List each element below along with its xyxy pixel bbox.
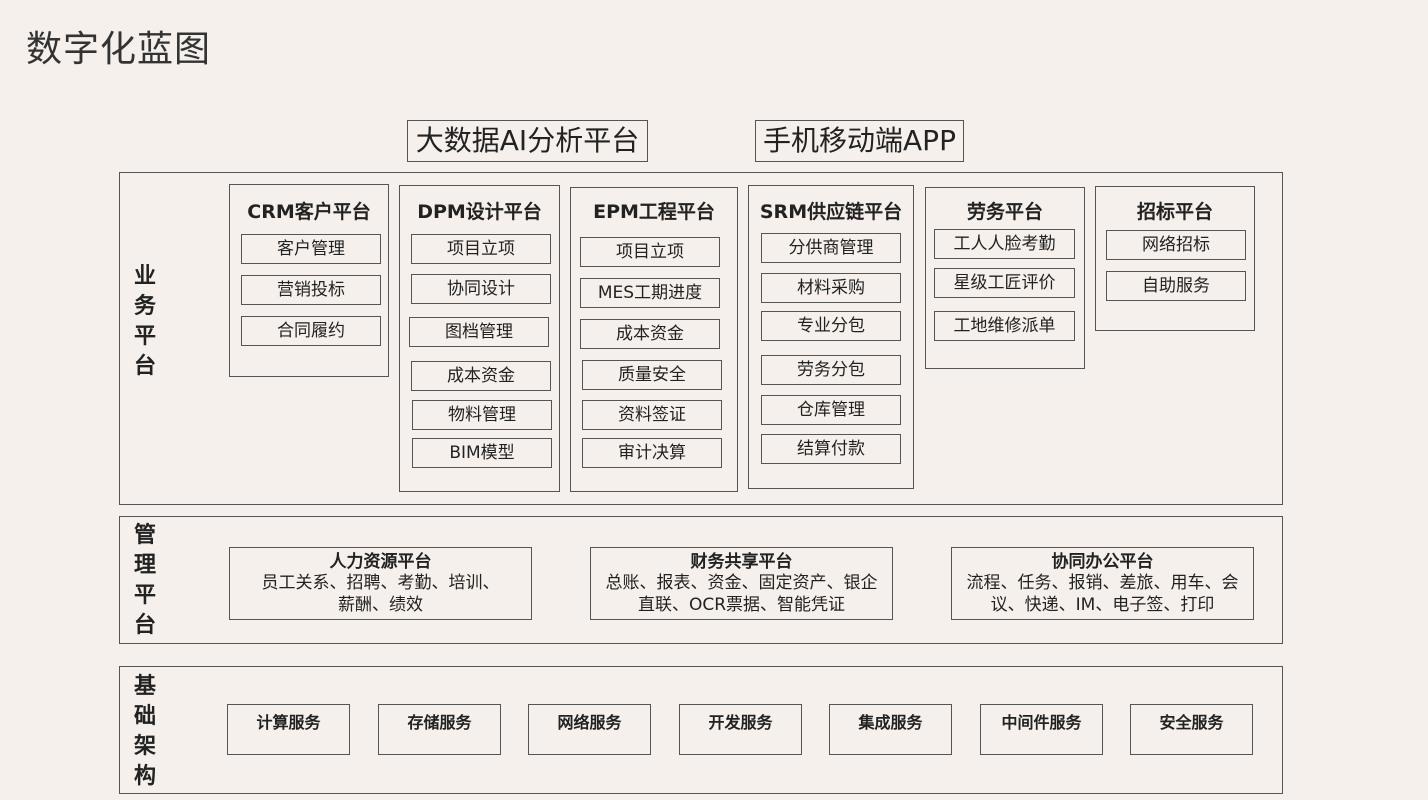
crm-item: 营销投标: [241, 275, 381, 305]
finance-platform-box: 财务共享平台 总账、报表、资金、固定资产、银企 直联、OCR票据、智能凭证: [590, 547, 893, 620]
srm-item: 专业分包: [761, 311, 901, 341]
development-service-box: 开发服务: [679, 704, 802, 755]
security-service-box: 安全服务: [1130, 704, 1253, 755]
srm-item: 劳务分包: [761, 355, 901, 385]
dpm-item: 项目立项: [411, 234, 551, 264]
dpm-platform: DPM设计平台: [399, 185, 560, 492]
infrastructure-band-label: 基础架构: [133, 674, 156, 789]
mobile-app-box: 手机移动端APP: [755, 120, 964, 162]
finance-platform-desc-line2: 直联、OCR票据、智能凭证: [637, 595, 846, 615]
srm-item: 结算付款: [761, 434, 901, 464]
office-platform-title: 协同办公平台: [1051, 552, 1154, 572]
labor-platform-title: 劳务平台: [966, 201, 1043, 223]
office-platform-box: 协同办公平台 流程、任务、报销、差旅、用车、会 议、快递、IM、电子签、打印: [951, 547, 1254, 620]
business-band-label: 业务平台: [133, 264, 156, 379]
dpm-item: BIM模型: [412, 438, 552, 468]
storage-service-box: 存储服务: [378, 704, 501, 755]
epm-item: MES工期进度: [580, 278, 720, 308]
epm-item: 项目立项: [580, 237, 720, 267]
srm-item: 分供商管理: [761, 233, 901, 263]
dpm-item: 物料管理: [412, 400, 552, 430]
infrastructure-band: [119, 666, 1283, 794]
labor-item: 工人人脸考勤: [934, 229, 1075, 259]
epm-item: 成本资金: [580, 319, 720, 349]
crm-platform-title: CRM客户平台: [247, 201, 371, 223]
finance-platform-desc-line1: 总账、报表、资金、固定资产、银企: [605, 573, 878, 593]
srm-platform: SRM供应链平台: [748, 185, 914, 489]
finance-platform-title: 财务共享平台: [690, 552, 793, 572]
hr-platform-title: 人力资源平台: [329, 552, 432, 572]
dpm-item: 成本资金: [411, 361, 551, 391]
management-band: [119, 516, 1283, 644]
hr-platform-box: 人力资源平台 员工关系、招聘、考勤、培训、 薪酬、绩效: [229, 547, 532, 620]
bidding-item: 网络招标: [1106, 230, 1246, 260]
epm-item: 审计决算: [582, 438, 722, 468]
dpm-item: 协同设计: [411, 274, 551, 304]
dpm-platform-title: DPM设计平台: [417, 201, 542, 223]
epm-platform-title: EPM工程平台: [593, 201, 715, 223]
office-platform-desc-line1: 流程、任务、报销、差旅、用车、会: [966, 573, 1239, 593]
bidding-platform: 招标平台: [1095, 186, 1255, 331]
labor-platform: 劳务平台: [925, 187, 1085, 369]
hr-platform-desc-line1: 员工关系、招聘、考勤、培训、: [261, 573, 500, 593]
crm-item: 合同履约: [241, 316, 381, 346]
srm-item: 仓库管理: [761, 395, 901, 425]
labor-item: 工地维修派单: [934, 311, 1075, 341]
integration-service-box: 集成服务: [829, 704, 952, 755]
labor-item: 星级工匠评价: [934, 268, 1075, 298]
page-title: 数字化蓝图: [26, 29, 212, 70]
compute-service-box: 计算服务: [227, 704, 350, 755]
middleware-service-box: 中间件服务: [980, 704, 1103, 755]
dpm-item: 图档管理: [409, 317, 549, 347]
bidding-platform-title: 招标平台: [1136, 201, 1213, 223]
epm-item: 质量安全: [582, 360, 722, 390]
network-service-box: 网络服务: [528, 704, 651, 755]
srm-item: 材料采购: [761, 273, 901, 303]
crm-platform: CRM客户平台: [229, 184, 389, 377]
bigdata-platform-box: 大数据AI分析平台: [407, 120, 648, 162]
bidding-item: 自助服务: [1106, 271, 1246, 301]
hr-platform-desc-line2: 薪酬、绩效: [338, 595, 423, 615]
crm-item: 客户管理: [241, 234, 381, 264]
management-band-label: 管理平台: [133, 523, 156, 638]
office-platform-desc-line2: 议、快递、IM、电子签、打印: [990, 595, 1215, 615]
epm-platform: EPM工程平台: [570, 187, 738, 492]
business-band: [119, 172, 1283, 505]
epm-item: 资料签证: [582, 400, 722, 430]
srm-platform-title: SRM供应链平台: [759, 201, 903, 223]
